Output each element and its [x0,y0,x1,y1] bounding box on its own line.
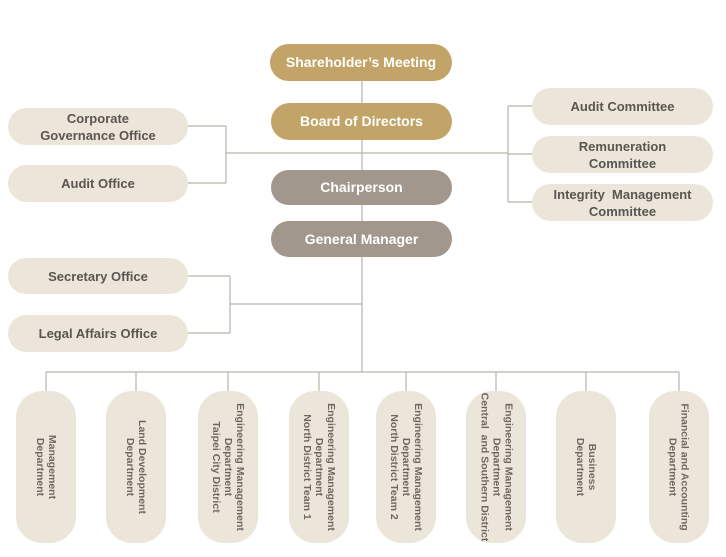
department-label: Engineering Management Department North … [388,403,424,531]
department-label: Land Development Department [124,420,148,514]
department-node: Management Department [16,391,76,543]
board-of-directors-node: Board of Directors [271,103,452,140]
department-node: Engineering Management Department Taipei… [198,391,258,543]
corporate-governance-office-node: Corporate Governance Office [8,108,188,145]
chairperson-node: Chairperson [271,170,452,205]
shareholders-meeting-node: Shareholder’s Meeting [270,44,452,81]
department-label: Business Department [573,437,598,497]
department-label: Engineering Management Department Taipei… [210,403,246,531]
department-label: Engineering Management Department Centra… [478,392,514,542]
legal-affairs-office-node: Legal Affairs Office [8,315,188,352]
department-node: Financial and Accounting Department [649,391,709,543]
department-node: Engineering Management Department North … [289,391,349,543]
remuneration-committee-node: Remuneration Committee [532,136,713,173]
integrity-management-committee-node: Integrity Management Committee [532,184,713,221]
department-label: Management Department [34,434,58,500]
audit-committee-node: Audit Committee [532,88,713,125]
department-node: Business Department [556,391,616,543]
secretary-office-node: Secretary Office [8,258,188,294]
audit-office-node: Audit Office [8,165,188,202]
general-manager-node: General Manager [271,221,452,257]
department-label: Financial and Accounting Department [667,403,691,531]
department-node: Engineering Management Department Centra… [466,391,526,543]
department-node: Land Development Department [106,391,166,543]
department-label: Engineering Management Department North … [301,403,337,531]
department-node: Engineering Management Department North … [376,391,436,543]
